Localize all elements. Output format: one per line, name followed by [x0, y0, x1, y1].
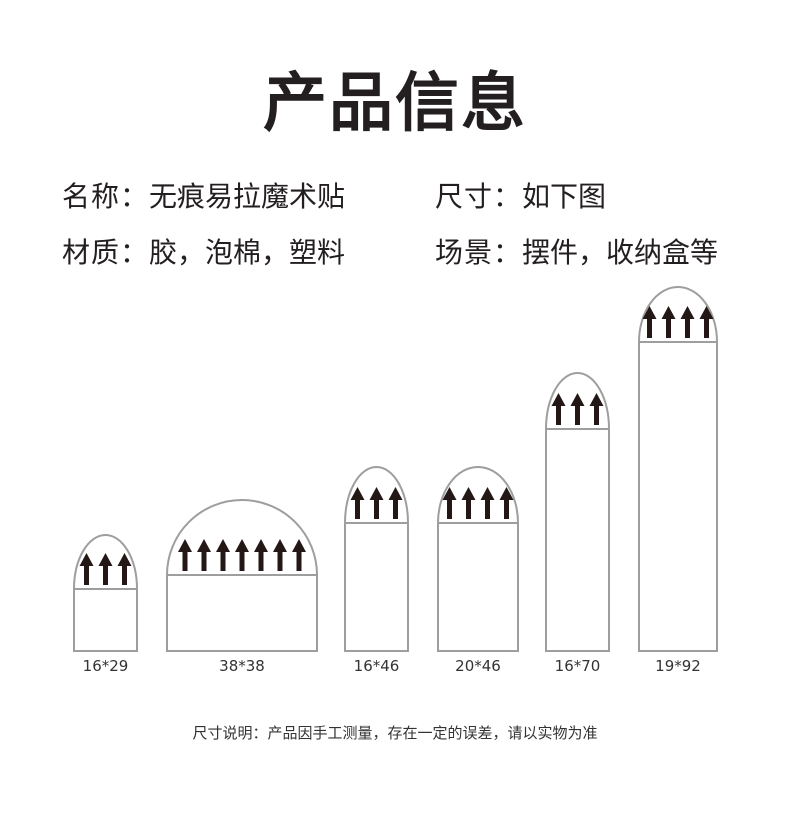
product-outline [344, 466, 409, 652]
name-row: 名称：无痕易拉魔术贴 [62, 175, 345, 215]
size-label: 19*92 [655, 657, 701, 675]
arrow-up-icon [589, 393, 604, 425]
product-3: 16*46 [344, 466, 409, 675]
scene-value: 摆件，收纳盒等 [522, 236, 719, 269]
arrow-up-icon [642, 306, 657, 338]
material-row: 材质：胶，泡棉，塑料 [62, 231, 345, 271]
arrow-up-icon [79, 553, 94, 585]
product-1: 16*29 [73, 534, 138, 675]
arrow-up-icon [117, 553, 132, 585]
product-4: 20*46 [437, 466, 519, 675]
scene-label: 场景： [435, 236, 523, 269]
arrow-up-icon [680, 306, 695, 338]
material-value: 胶，泡棉，塑料 [149, 236, 346, 269]
arrow-up-icon [235, 539, 249, 571]
arrow-up-icon [98, 553, 113, 585]
arrow-up-icon [699, 306, 714, 338]
arrow-up-icon [350, 487, 365, 519]
product-outline [437, 466, 519, 652]
product-outline [638, 286, 718, 652]
arrow-up-icon [292, 539, 306, 571]
arrow-up-icon [369, 487, 384, 519]
size-value: 如下图 [522, 180, 607, 213]
arrow-up-icon [273, 539, 287, 571]
arrow-up-icon [551, 393, 566, 425]
product-6: 19*92 [638, 286, 718, 675]
arrow-up-icon [461, 487, 476, 519]
arrow-up-icon [442, 487, 457, 519]
product-outline [545, 372, 610, 652]
arrow-up-icon [661, 306, 676, 338]
arrow-up-icon [254, 539, 268, 571]
product-5: 16*70 [545, 372, 610, 675]
scene-row: 场景：摆件，收纳盒等 [435, 231, 718, 271]
size-row: 尺寸：如下图 [435, 175, 606, 215]
arrow-up-icon [388, 487, 403, 519]
arrow-up-icon [197, 539, 211, 571]
material-label: 材质： [62, 236, 150, 269]
page-title: 产品信息 [263, 67, 527, 141]
product-outline [73, 534, 138, 652]
arrow-up-icon [178, 539, 192, 571]
name-label: 名称： [62, 180, 150, 213]
arrow-up-icon [480, 487, 495, 519]
arrow-up-icon [216, 539, 230, 571]
name-value: 无痕易拉魔术贴 [149, 180, 346, 213]
size-label: 16*70 [555, 657, 601, 675]
size-footnote: 尺寸说明：产品因手工测量，存在一定的误差，请以实物为准 [192, 724, 598, 742]
size-label: 16*46 [354, 657, 400, 675]
arrow-up-icon [570, 393, 585, 425]
size-label: 20*46 [455, 657, 501, 675]
size-label: 38*38 [219, 657, 265, 675]
size-label: 尺寸： [435, 180, 523, 213]
arrow-up-icon [499, 487, 514, 519]
product-2: 38*38 [166, 499, 318, 675]
size-label: 16*29 [83, 657, 129, 675]
